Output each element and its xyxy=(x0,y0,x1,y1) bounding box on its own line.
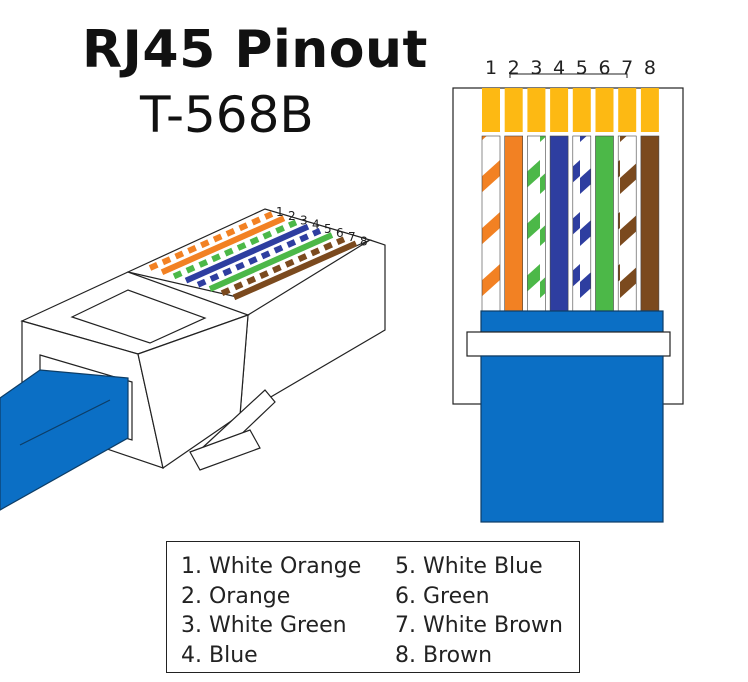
wire xyxy=(595,135,614,312)
pin-number: 3 xyxy=(530,57,542,79)
iso-pin-number: 7 xyxy=(348,230,356,244)
wire xyxy=(617,135,637,312)
wire xyxy=(572,135,592,312)
iso-wires xyxy=(148,211,358,301)
iso-wire xyxy=(184,223,310,284)
page-subtitle: T-568B xyxy=(140,86,314,144)
iso-pin-number: 4 xyxy=(312,218,320,232)
legend-item: 1. White Orange xyxy=(181,554,362,579)
legend-item: 6. Green xyxy=(395,583,490,609)
connector-right-face xyxy=(239,239,386,417)
connector-rear-inner xyxy=(70,289,207,344)
cable-jacket-bottom xyxy=(480,355,664,523)
contact-pin xyxy=(640,88,659,132)
cable xyxy=(0,369,129,511)
pin-number: 6 xyxy=(598,57,610,79)
legend-item: 4. Blue xyxy=(181,642,258,668)
pin-number: 8 xyxy=(644,57,656,79)
wire xyxy=(640,135,660,312)
contact-pin xyxy=(550,88,569,132)
pin-number: 4 xyxy=(553,57,565,79)
wire xyxy=(504,135,524,312)
iso-wire xyxy=(208,232,334,292)
page-title: RJ45 Pinout xyxy=(82,20,428,80)
wire xyxy=(527,135,546,312)
iso-wire xyxy=(160,215,286,275)
contact-pin xyxy=(527,88,546,132)
wire xyxy=(481,135,501,312)
cable-jacket-top xyxy=(480,310,664,336)
latch-lower xyxy=(189,429,261,471)
legend-item: 7. White Brown xyxy=(395,613,563,638)
iso-pin-number: 8 xyxy=(360,234,368,248)
pin-bracket xyxy=(509,73,628,78)
contact-pin xyxy=(504,88,523,132)
legend-item: 3. White Green xyxy=(181,613,347,638)
legend-item: 5. White Blue xyxy=(395,554,543,579)
pin-number: 2 xyxy=(508,57,520,79)
iso-wire xyxy=(232,240,358,301)
legend-item: 2. Orange xyxy=(181,583,291,609)
pin-number: 5 xyxy=(576,57,588,79)
iso-pin-number: 6 xyxy=(336,226,344,240)
color-legend: 1. White Orange 2. Orange 3. White Green… xyxy=(166,541,580,673)
iso-pin-number: 5 xyxy=(324,222,332,236)
front-wires xyxy=(481,135,660,312)
cable-highlight xyxy=(19,399,111,446)
gold-contacts xyxy=(482,88,659,132)
wire xyxy=(549,135,569,312)
contact-pin xyxy=(595,88,614,132)
pin-number: 1 xyxy=(485,57,497,79)
contact-pin xyxy=(618,88,637,132)
iso-pin-number: 1 xyxy=(276,205,284,219)
strain-relief-band xyxy=(466,331,671,357)
iso-pin-number: 3 xyxy=(300,213,308,227)
iso-pin-number: 2 xyxy=(288,209,296,223)
legend-item: 8. Brown xyxy=(395,642,493,668)
contact-pin xyxy=(572,88,591,132)
contact-pin xyxy=(482,88,500,132)
